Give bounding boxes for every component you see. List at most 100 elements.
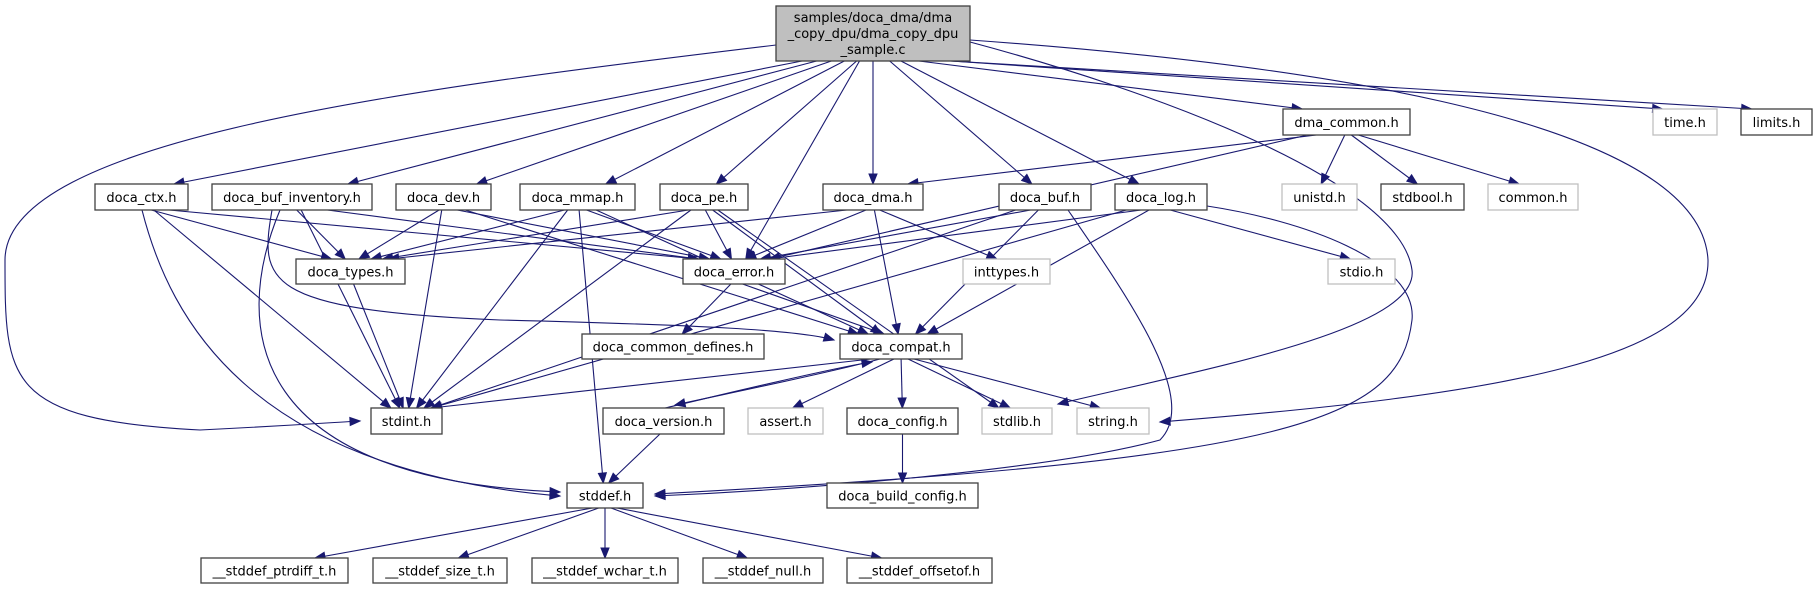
- node-label: unistd.h: [1293, 191, 1346, 206]
- node-limits[interactable]: limits.h: [1740, 108, 1813, 136]
- node-box: [372, 557, 508, 584]
- edge-doca_buf_inventory-to-stdint: [300, 209, 401, 410]
- node-doca-dma[interactable]: doca_dma.h: [822, 183, 924, 211]
- node-dma-common[interactable]: dma_common.h: [1282, 108, 1411, 136]
- node-stdint[interactable]: stdint.h: [370, 407, 443, 435]
- arrowhead-icon: [394, 396, 404, 410]
- node-inttypes[interactable]: inttypes.h: [962, 258, 1051, 285]
- node-unistd[interactable]: unistd.h: [1281, 183, 1358, 211]
- edge-doca_ctx-to-stddef: [141, 209, 562, 500]
- node-doca-build-config[interactable]: doca_build_config.h: [826, 482, 979, 509]
- edge-doca_log-to-stdint: [430, 209, 1127, 410]
- node-box: [581, 333, 765, 360]
- node-string[interactable]: string.h: [1076, 407, 1150, 435]
- edge-doca_buf_inventory-to-doca_compat: [267, 209, 836, 342]
- edges-layer: [4, 39, 1753, 561]
- arrowhead-icon: [926, 324, 939, 335]
- node-doca-mmap[interactable]: doca_mmap.h: [519, 183, 636, 211]
- node-box: [1281, 183, 1358, 211]
- edge-line: [388, 209, 847, 260]
- edge-line: [431, 358, 871, 409]
- edge-doca_version-to-doca_compat: [664, 358, 874, 409]
- node-box: [1380, 183, 1465, 211]
- node-label: doca_dev.h: [407, 191, 480, 206]
- node-stddef-size[interactable]: __stddef_size_t.h: [372, 557, 508, 584]
- arrowhead-icon: [457, 550, 470, 559]
- edge-main-to-doca_dev: [475, 60, 832, 186]
- node-doca-types[interactable]: doca_types.h: [295, 258, 406, 285]
- edge-line: [918, 60, 1303, 110]
- node-label: stdio.h: [1340, 266, 1384, 281]
- edge-dma_common-to-stdbool: [1351, 134, 1419, 185]
- edge-line: [300, 209, 401, 409]
- node-box: [1487, 183, 1579, 211]
- arrowhead-icon: [791, 399, 805, 409]
- edge-line: [465, 209, 859, 335]
- node-box: [200, 557, 349, 584]
- node-doca-ctx[interactable]: doca_ctx.h: [94, 183, 189, 211]
- node-box: [1327, 258, 1396, 285]
- edge-doca_dev-to-stdint: [405, 209, 443, 410]
- node-time[interactable]: time.h: [1652, 108, 1718, 136]
- edge-line: [1170, 209, 1351, 260]
- edge-main-to-limits: [950, 60, 1753, 114]
- arrowhead-icon: [735, 549, 749, 559]
- edge-line: [742, 283, 885, 335]
- edge-line: [681, 283, 732, 335]
- edge-line: [457, 209, 710, 260]
- node-stddef-offsetof[interactable]: __stddef_offsetof.h: [846, 557, 993, 584]
- edge-dma_common-to-doca_dma: [906, 134, 1317, 188]
- node-doca-error[interactable]: doca_error.h: [682, 258, 786, 285]
- node-label: doca_config.h: [858, 415, 948, 430]
- node-doca-compat[interactable]: doca_compat.h: [839, 333, 963, 360]
- node-doca-buf[interactable]: doca_buf.h: [998, 183, 1092, 211]
- node-box: [602, 407, 725, 435]
- node-doca-common-defines[interactable]: doca_common_defines.h: [581, 333, 765, 360]
- edge-doca_log-to-stddef: [653, 205, 1413, 499]
- node-stdlib[interactable]: stdlib.h: [981, 407, 1053, 435]
- edge-line: [476, 60, 832, 185]
- arrowhead-icon: [897, 472, 908, 485]
- node-box: [702, 557, 824, 584]
- node-stddef-ptrdiff[interactable]: __stddef_ptrdiff_t.h: [200, 557, 349, 584]
- edge-line: [712, 209, 882, 335]
- arrowhead-icon: [597, 472, 608, 485]
- node-stddef-null[interactable]: __stddef_null.h: [702, 557, 824, 584]
- node-doca-version[interactable]: doca_version.h: [602, 407, 725, 435]
- edge-main-to-stdlib: [969, 41, 1413, 407]
- node-stddef-wchar[interactable]: __stddef_wchar_t.h: [531, 557, 679, 584]
- edge-line: [605, 60, 845, 185]
- node-label: doca_buf_inventory.h: [223, 191, 361, 206]
- node-box: [659, 183, 749, 211]
- edge-doca_error-to-doca_common_defines: [681, 283, 732, 335]
- node-doca-dev[interactable]: doca_dev.h: [395, 183, 492, 211]
- node-stdio[interactable]: stdio.h: [1327, 258, 1396, 285]
- node-box: [846, 407, 959, 435]
- node-label: stdlib.h: [993, 415, 1041, 430]
- node-doca-buf-inventory[interactable]: doca_buf_inventory.h: [211, 183, 373, 211]
- node-stddef[interactable]: stddef.h: [566, 482, 644, 509]
- arrowhead-icon: [600, 547, 610, 560]
- node-stdbool[interactable]: stdbool.h: [1380, 183, 1465, 211]
- arrowhead-icon: [607, 472, 620, 484]
- node-label: doca_mmap.h: [532, 191, 624, 206]
- node-doca-config[interactable]: doca_config.h: [846, 407, 959, 435]
- node-doca-log[interactable]: doca_log.h: [1114, 183, 1208, 211]
- node-label: __stddef_ptrdiff_t.h: [212, 565, 337, 580]
- node-box: [94, 183, 189, 211]
- node-label: __stddef_wchar_t.h: [542, 565, 667, 580]
- node-common[interactable]: common.h: [1487, 183, 1579, 211]
- node-label: stddef.h: [579, 490, 631, 505]
- node-label: string.h: [1088, 415, 1138, 430]
- edge-doca_buf-to-stdint: [430, 209, 1016, 410]
- node-doca-pe[interactable]: doca_pe.h: [659, 183, 749, 211]
- node-assert[interactable]: assert.h: [747, 407, 824, 435]
- arrowhead-icon: [349, 416, 362, 427]
- edge-line: [873, 209, 899, 335]
- node-box: [826, 482, 979, 509]
- arrowhead-icon: [1158, 416, 1171, 426]
- edge-doca_version-to-stddef: [607, 433, 661, 484]
- edge-line: [969, 39, 1709, 423]
- edge-stddef-to-stddef_offsetof: [616, 507, 883, 561]
- edge-line: [586, 209, 721, 260]
